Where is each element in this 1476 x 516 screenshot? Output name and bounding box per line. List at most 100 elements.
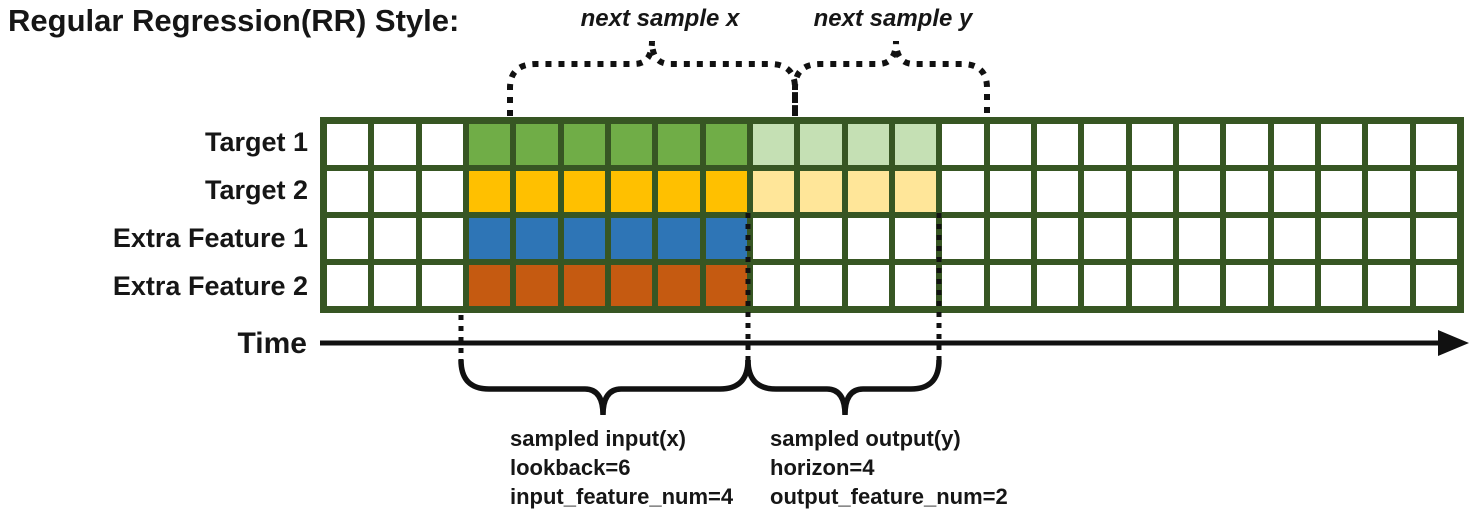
grid-cell bbox=[327, 171, 369, 212]
grid-cell bbox=[1131, 171, 1173, 212]
grid-cell bbox=[468, 171, 511, 212]
grid-cell bbox=[1084, 218, 1126, 259]
grid-cell bbox=[1226, 218, 1268, 259]
grid-cell bbox=[516, 124, 558, 165]
grid-cell bbox=[468, 124, 511, 165]
next-sample-y-label: next sample y bbox=[813, 5, 973, 32]
grid-cell bbox=[421, 218, 463, 259]
grid-cell bbox=[1178, 171, 1221, 212]
grid-cell bbox=[752, 124, 795, 165]
grid-cell bbox=[705, 124, 747, 165]
grid-cell bbox=[705, 171, 747, 212]
grid-cell bbox=[1226, 124, 1268, 165]
grid-cell bbox=[1415, 265, 1457, 306]
timeseries-grid bbox=[320, 117, 1464, 313]
sampled-input-title: sampled input(x) bbox=[510, 426, 687, 451]
grid-cell bbox=[1084, 124, 1126, 165]
grid-cell bbox=[1131, 124, 1173, 165]
grid-cell bbox=[894, 171, 937, 212]
grid-cell bbox=[1415, 171, 1457, 212]
grid-cell bbox=[658, 124, 700, 165]
grid-cell bbox=[989, 124, 1031, 165]
time-axis-arrowhead bbox=[1438, 330, 1469, 356]
grid-cell bbox=[563, 265, 605, 306]
grid-cell bbox=[516, 171, 558, 212]
sampled-input-brace bbox=[458, 359, 751, 416]
grid-cell bbox=[1273, 218, 1315, 259]
grid-cell bbox=[327, 218, 369, 259]
grid-cell bbox=[1368, 218, 1410, 259]
grid-cell bbox=[1178, 218, 1221, 259]
grid-cell bbox=[468, 218, 511, 259]
grid-cell bbox=[894, 218, 937, 259]
grid-cell bbox=[1320, 124, 1363, 165]
grid-cell bbox=[1368, 265, 1410, 306]
grid-cell bbox=[658, 171, 700, 212]
grid-cell bbox=[942, 218, 984, 259]
sampled-output-annotation: sampled output(y) horizon=4 output_featu… bbox=[770, 424, 1008, 511]
row-label-extra-feature-2: Extra Feature 2 bbox=[112, 271, 308, 301]
grid-cell bbox=[610, 171, 653, 212]
grid-cell bbox=[942, 124, 984, 165]
grid-cell bbox=[1036, 171, 1079, 212]
grid-cell bbox=[942, 265, 984, 306]
grid-cell bbox=[658, 218, 700, 259]
grid-cell bbox=[327, 124, 369, 165]
grid-cell bbox=[800, 265, 842, 306]
grid-cell bbox=[1273, 124, 1315, 165]
grid-cell bbox=[516, 218, 558, 259]
row-label-target-2: Target 2 bbox=[204, 175, 308, 205]
grid-cell bbox=[1226, 265, 1268, 306]
grid-cell bbox=[516, 265, 558, 306]
grid-cell bbox=[610, 124, 653, 165]
grid-cell bbox=[327, 265, 369, 306]
diagram-title: Regular Regression(RR) Style: bbox=[8, 3, 460, 38]
grid-cell bbox=[374, 171, 416, 212]
grid-cell bbox=[1084, 265, 1126, 306]
input-feature-num-value: input_feature_num=4 bbox=[510, 484, 734, 509]
grid-cell bbox=[1320, 265, 1363, 306]
grid-cell bbox=[421, 171, 463, 212]
grid-cell bbox=[1368, 124, 1410, 165]
grid-cell bbox=[1273, 171, 1315, 212]
grid-cell bbox=[752, 218, 795, 259]
grid-cell bbox=[705, 265, 747, 306]
grid-cell bbox=[800, 218, 842, 259]
grid-cell bbox=[942, 171, 984, 212]
horizon-value: horizon=4 bbox=[770, 455, 875, 480]
grid-cell bbox=[1036, 124, 1079, 165]
grid-cell bbox=[421, 265, 463, 306]
grid-cell bbox=[800, 171, 842, 212]
grid-cell bbox=[894, 265, 937, 306]
grid-cell bbox=[1131, 265, 1173, 306]
grid-cell bbox=[847, 265, 889, 306]
row-label-target-1: Target 1 bbox=[204, 127, 308, 157]
grid-cell bbox=[847, 124, 889, 165]
sampled-output-title: sampled output(y) bbox=[770, 426, 961, 451]
grid-cell bbox=[1084, 171, 1126, 212]
grid-cell bbox=[610, 218, 653, 259]
grid-cell bbox=[563, 218, 605, 259]
sampled-input-annotation: sampled input(x) lookback=6 input_featur… bbox=[510, 424, 733, 511]
grid-cell bbox=[563, 171, 605, 212]
grid-cell bbox=[1131, 218, 1173, 259]
grid-cell bbox=[374, 265, 416, 306]
output-feature-num-value: output_feature_num=2 bbox=[770, 484, 1008, 509]
grid-cell bbox=[1036, 265, 1079, 306]
grid-cell bbox=[894, 124, 937, 165]
grid-cell bbox=[1226, 171, 1268, 212]
grid-cell bbox=[563, 124, 605, 165]
grid-cell bbox=[1320, 171, 1363, 212]
grid-cell bbox=[847, 171, 889, 212]
grid-cell bbox=[800, 124, 842, 165]
grid-cell bbox=[374, 218, 416, 259]
grid-cell bbox=[1178, 124, 1221, 165]
grid-cell bbox=[1178, 265, 1221, 306]
grid-cell bbox=[610, 265, 653, 306]
next-sample-x-label: next sample x bbox=[580, 5, 740, 32]
grid-cell bbox=[1368, 171, 1410, 212]
grid-cell bbox=[658, 265, 700, 306]
grid-cell bbox=[989, 171, 1031, 212]
grid-cell bbox=[374, 124, 416, 165]
